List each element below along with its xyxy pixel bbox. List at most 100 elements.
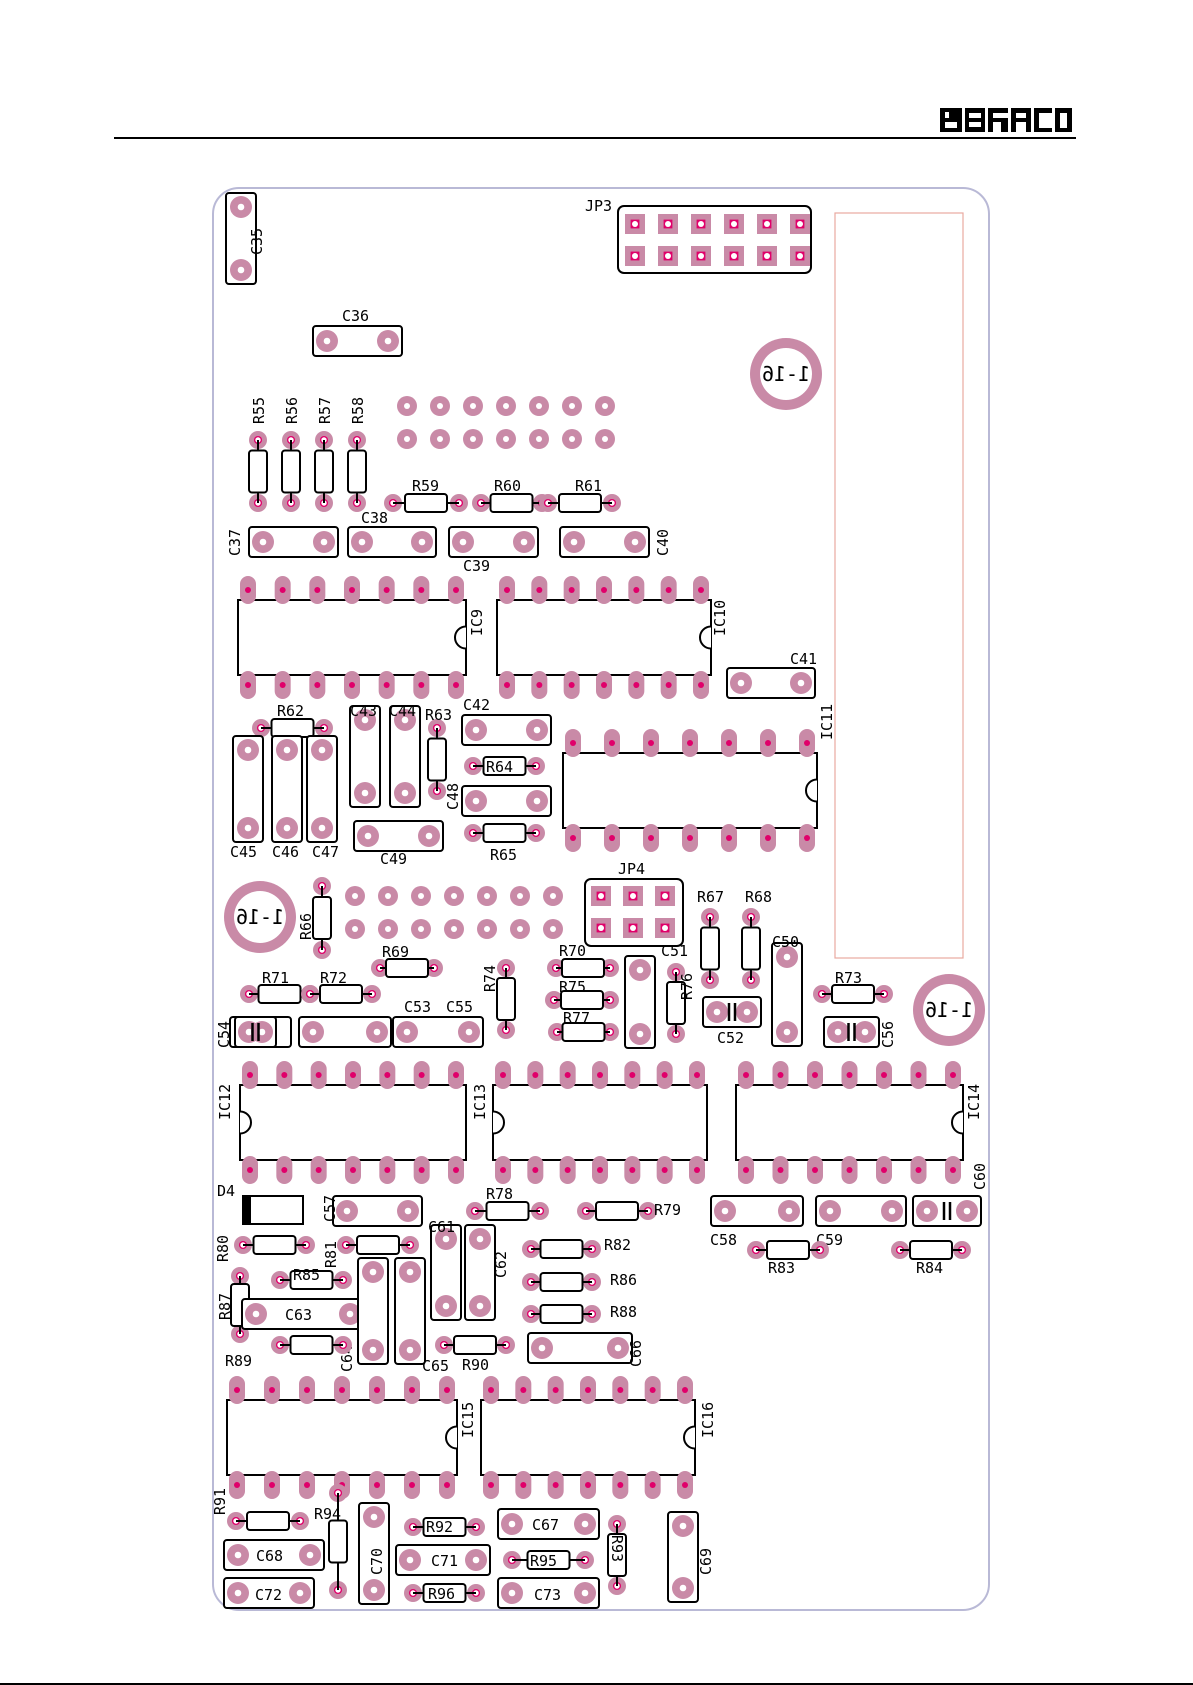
pin-mark [633, 587, 640, 593]
label-c58: C58 [710, 1231, 737, 1249]
capacitor-c39 [448, 526, 539, 558]
drill-hole [731, 221, 737, 227]
pin-mark [374, 1482, 380, 1488]
drill-hole [550, 893, 556, 899]
label-c63: C63 [285, 1306, 312, 1324]
pin-mark [374, 1387, 380, 1393]
capacitor-c49 [353, 820, 444, 852]
pin-mark [269, 1482, 275, 1488]
capacitor-c36 [312, 325, 403, 357]
drill-hole [476, 1235, 484, 1243]
pin-mark [661, 1072, 668, 1078]
label-r71: R71 [262, 969, 289, 987]
drill-hole [602, 436, 608, 442]
drill-hole [698, 221, 704, 227]
pin-mark [629, 1072, 636, 1078]
pin-mark [500, 1167, 506, 1173]
ic-notch [699, 625, 712, 650]
drill-hole [245, 1028, 253, 1036]
mounting-label: 1-16 [762, 362, 810, 386]
capacitor-c61 [430, 1224, 462, 1321]
ic-ic11 [562, 752, 818, 829]
drill-hole [472, 797, 480, 805]
label-r76: R76 [678, 973, 696, 1000]
ic-ic9 [237, 599, 467, 676]
drill-hole [861, 1028, 869, 1036]
resistor-r58 [347, 449, 367, 494]
capacitor-c59 [815, 1195, 907, 1227]
pin-mark [384, 1072, 391, 1078]
pin-mark [694, 1072, 700, 1078]
pin-mark [536, 587, 543, 593]
drill-hole [352, 893, 358, 899]
pin-mark [570, 740, 576, 746]
pin-mark [314, 587, 321, 593]
diode-band [243, 1196, 251, 1224]
label-c36: C36 [342, 307, 369, 325]
mounting-label: 1-16 [236, 905, 284, 929]
label-r58: R58 [349, 397, 367, 424]
drill-hole [570, 538, 578, 546]
drill-hole [517, 926, 523, 932]
label-r70: R70 [559, 942, 586, 960]
drill-hole [425, 832, 433, 840]
label-r82: R82 [604, 1236, 631, 1254]
drill-hole [783, 953, 791, 961]
drill-hole [259, 538, 267, 546]
label-c62: C62 [492, 1251, 510, 1278]
drill-hole [442, 1302, 450, 1310]
capacitor-c72 [223, 1577, 315, 1609]
pin-mark [350, 1072, 356, 1078]
pin-mark [765, 740, 771, 746]
drill-hole [370, 1586, 378, 1594]
capacitor-c45 [232, 735, 264, 843]
pin-mark [609, 740, 615, 746]
pin-mark [585, 1387, 591, 1393]
pin-mark [418, 1167, 425, 1173]
label-r89: R89 [225, 1352, 252, 1370]
drill-hole [306, 1551, 314, 1559]
drill-hole [343, 1207, 351, 1215]
drill-hole [888, 1207, 896, 1215]
drill-hole [713, 1008, 721, 1016]
label-c44: C44 [389, 702, 416, 720]
pin-mark [520, 1387, 527, 1393]
label-c39: C39 [463, 557, 490, 575]
drill-hole [536, 436, 542, 442]
label-r63: R63 [425, 706, 452, 724]
drill-hole [244, 746, 252, 754]
drill-hole [361, 789, 369, 797]
pin-mark [950, 1072, 956, 1078]
pin-mark [234, 1482, 240, 1488]
drill-hole [602, 403, 608, 409]
label-r77: R77 [563, 1009, 590, 1027]
pin-mark [777, 1072, 784, 1078]
label-r96: R96 [428, 1585, 455, 1603]
label-r93: R93 [608, 1535, 626, 1562]
resistor-r86 [539, 1272, 584, 1292]
drill-hole [309, 1028, 317, 1036]
capacitor-c57 [332, 1195, 423, 1227]
drill-hole [698, 253, 704, 259]
label-r56: R56 [283, 397, 301, 424]
label-c40: C40 [654, 529, 672, 556]
drill-hole [437, 436, 443, 442]
drill-hole [323, 337, 331, 345]
drill-hole [283, 824, 291, 832]
label-r95: R95 [530, 1552, 557, 1570]
drill-hole [797, 253, 803, 259]
drill-hole [451, 926, 457, 932]
drill-hole [503, 403, 509, 409]
drill-hole [731, 253, 737, 259]
capacitor-c40 [559, 526, 650, 558]
pin-mark [915, 1072, 922, 1078]
drill-hole [797, 679, 805, 687]
drill-hole [244, 824, 252, 832]
resistor-r92 [422, 1517, 467, 1537]
label-c68: C68 [256, 1547, 283, 1565]
label-r81: R81 [322, 1241, 340, 1268]
pin-mark [915, 1167, 922, 1173]
drill-hole [404, 403, 410, 409]
capacitor-c58 [710, 1195, 804, 1227]
